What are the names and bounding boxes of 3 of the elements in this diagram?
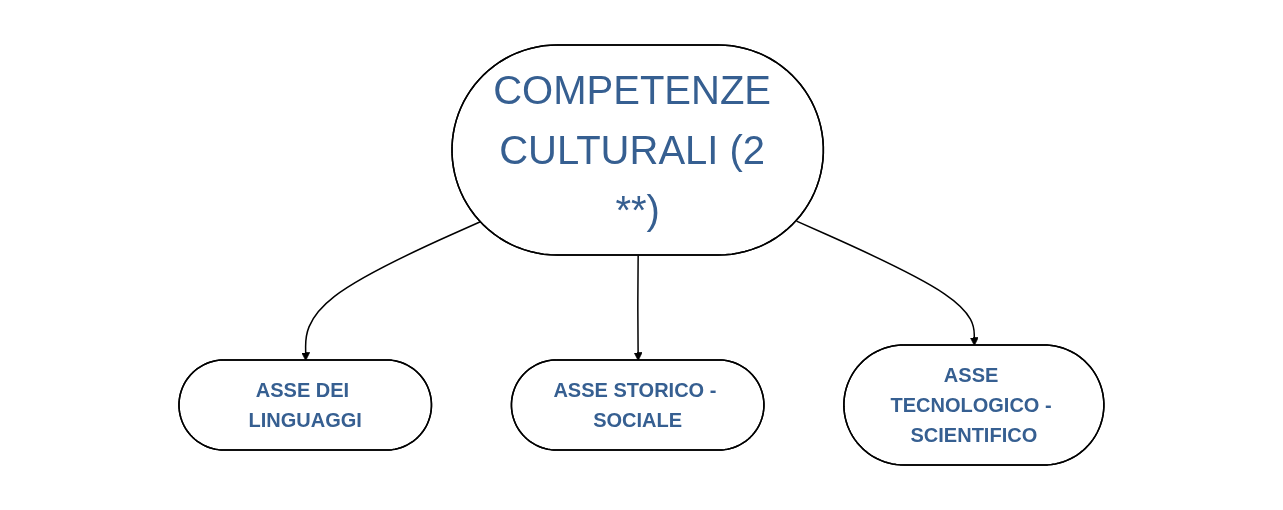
arrow [795, 220, 979, 346]
arrow [633, 254, 643, 361]
arrow [301, 220, 482, 361]
